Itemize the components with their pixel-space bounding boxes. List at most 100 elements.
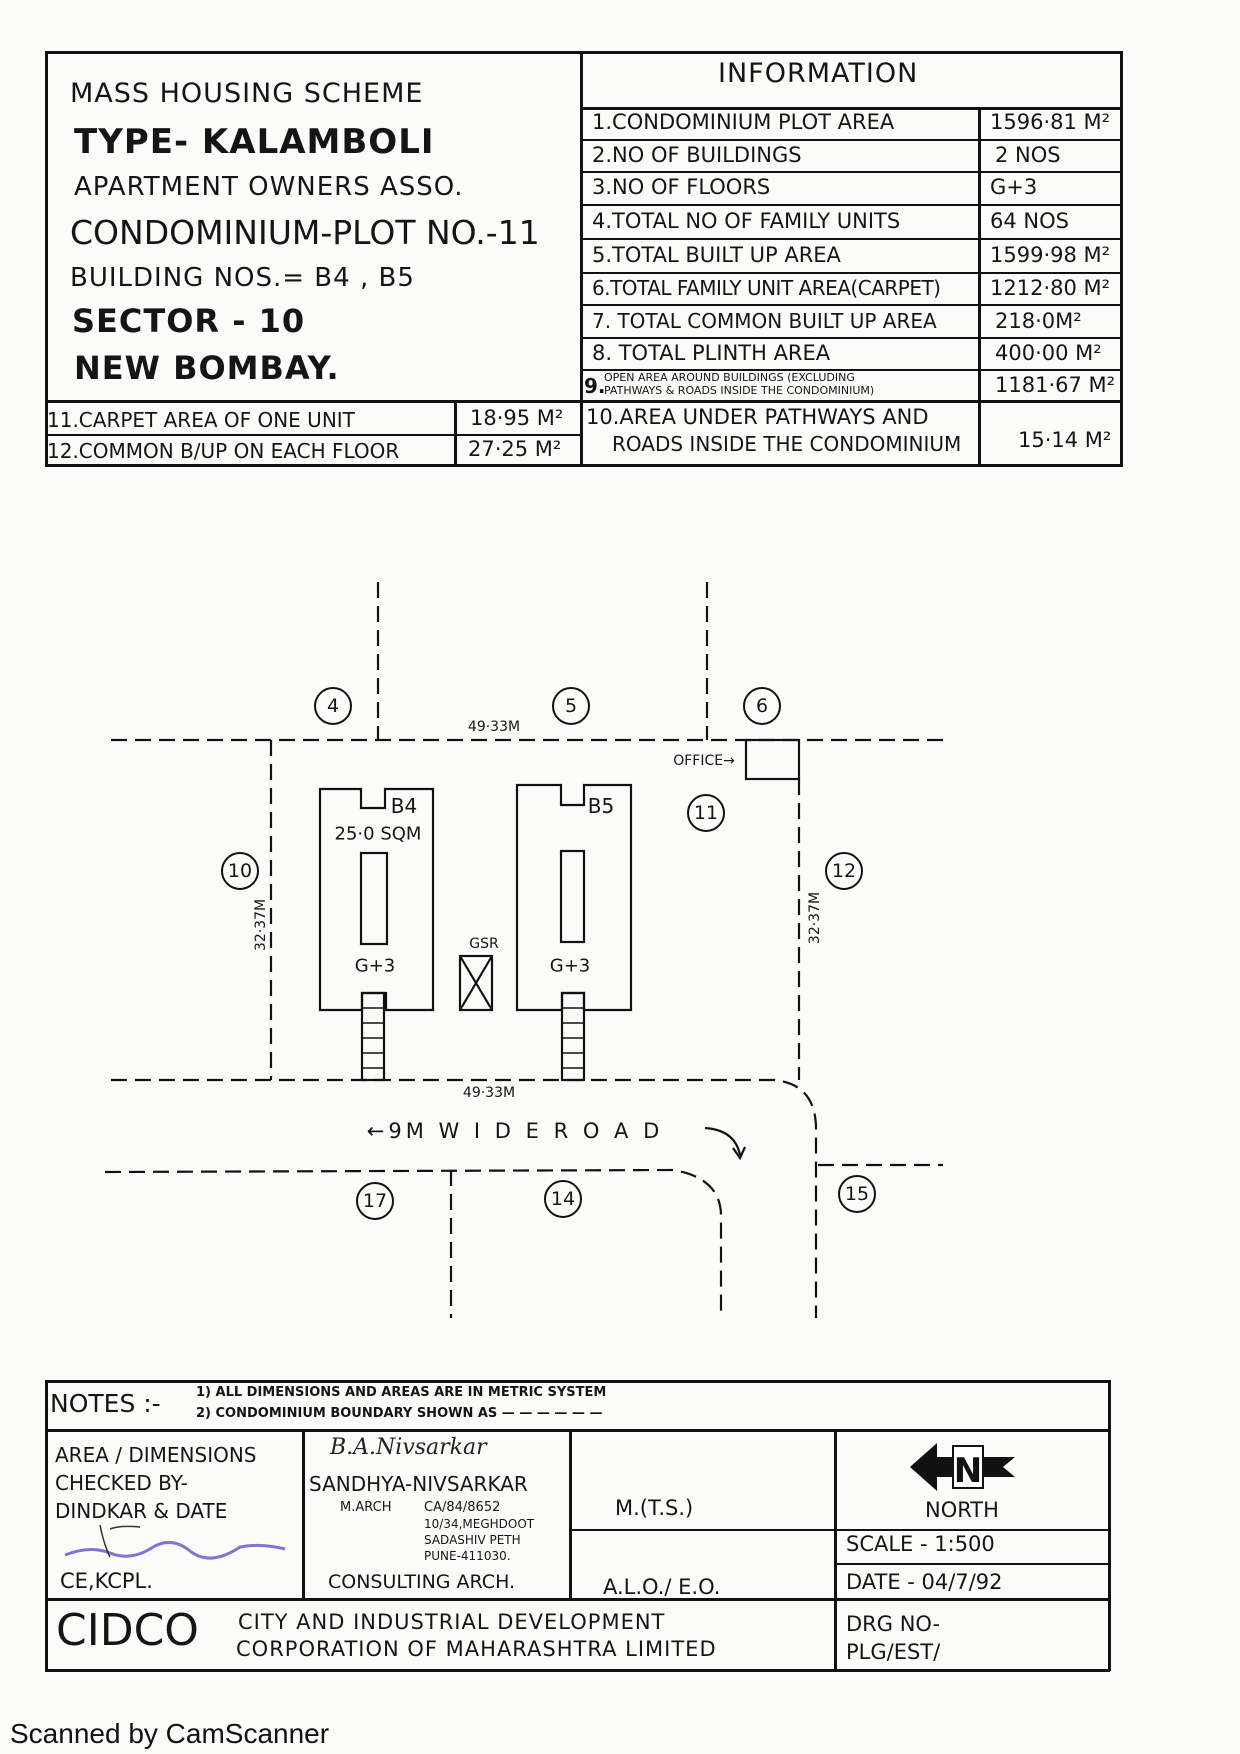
- architect-name: SANDHYA-NIVSARKAR: [309, 1472, 528, 1496]
- border-line: [45, 1598, 1110, 1601]
- border-line: [1108, 1380, 1111, 1671]
- info-value: 400·00 M²: [995, 341, 1102, 365]
- plot-number-marker: 4: [314, 687, 352, 725]
- info-label: 2.NO OF BUILDINGS: [592, 143, 802, 167]
- info-label: ROADS INSIDE THE CONDOMINIUM: [612, 432, 962, 456]
- info-value: 218·0M²: [995, 309, 1082, 333]
- building-b4-label: B4: [390, 794, 418, 818]
- info-label: OPEN AREA AROUND BUILDINGS (EXCLUDING: [604, 371, 855, 384]
- border-line: [978, 107, 981, 464]
- info-label: 11.CARPET AREA OF ONE UNIT: [47, 408, 355, 432]
- info-label: 10.AREA UNDER PATHWAYS AND: [586, 405, 929, 429]
- border-line: [1120, 51, 1123, 464]
- architect-degree: M.ARCH: [340, 1500, 392, 1515]
- b4-core: [359, 851, 389, 946]
- border-line: [569, 1529, 1110, 1531]
- info-label: 8. TOTAL PLINTH AREA: [592, 341, 831, 365]
- info-label: PATHWAYS & ROADS INSIDE THE CONDOMINIUM): [604, 384, 875, 397]
- road-label: ←9M W I D E R O A D: [366, 1119, 664, 1143]
- border-line: [45, 51, 1123, 54]
- info-value: 1212·80 M²: [990, 276, 1111, 300]
- info-value: 1181·67 M²: [995, 373, 1116, 397]
- architect-address: 10/34,MEGHDOOT: [424, 1517, 535, 1531]
- b5-core: [559, 849, 586, 944]
- border-line: [45, 1380, 1110, 1383]
- info-value: 1599·98 M²: [990, 243, 1111, 267]
- info-label: 12.COMMON B/UP ON EACH FLOOR: [47, 439, 400, 463]
- corporation-name: CORPORATION OF MAHARASHTRA LIMITED: [236, 1637, 717, 1661]
- b4-staircase: [360, 991, 386, 1082]
- row-line: [580, 337, 1121, 339]
- border-line: [45, 51, 48, 464]
- sector-title: SECTOR - 10: [72, 302, 306, 340]
- drawing-number-value: PLG/EST/: [846, 1640, 941, 1664]
- info-value: G+3: [990, 175, 1038, 199]
- row-line: [580, 369, 1121, 371]
- building-b5-label: B5: [587, 794, 615, 818]
- info-value: 64 NOS: [990, 209, 1069, 233]
- mts-label: M.(T.S.): [615, 1496, 694, 1520]
- border-line: [454, 400, 457, 464]
- border-line: [45, 1380, 48, 1671]
- building-b4-floors: G+3: [354, 955, 396, 977]
- info-value: 27·25 M²: [468, 437, 562, 461]
- info-label: 5.TOTAL BUILT UP AREA: [592, 243, 841, 267]
- row-line: [580, 139, 1121, 141]
- office-building: [744, 738, 801, 781]
- scanner-watermark: Scanned by CamScanner: [10, 1718, 330, 1749]
- border-line: [834, 1429, 837, 1671]
- plot-number-marker: 11: [687, 794, 725, 832]
- plot-number-marker: 14: [544, 1180, 582, 1218]
- info-label: 3.NO OF FLOORS: [592, 175, 771, 199]
- north-label: NORTH: [925, 1498, 999, 1522]
- gsr-tank: [458, 954, 494, 1012]
- plot-number-marker: 12: [825, 852, 863, 890]
- checked-label: CHECKED BY-: [55, 1471, 188, 1495]
- info-value: 1596·81 M²: [990, 110, 1111, 134]
- border-line: [569, 1429, 572, 1598]
- row-line: [580, 171, 1121, 173]
- architect-signature: B.A.Nivsarkar: [330, 1435, 487, 1460]
- building-numbers: BUILDING NOS.= B4 , B5: [70, 263, 415, 293]
- scheme-title: MASS HOUSING SCHEME: [70, 78, 424, 109]
- info-label: 4.TOTAL NO OF FAMILY UNITS: [592, 209, 901, 233]
- road-edge-south: [104, 1168, 723, 1318]
- scale-label: SCALE - 1:500: [846, 1532, 995, 1556]
- architect-address: SADASHIV PETH: [424, 1533, 521, 1547]
- checked-label: DINDKAR & DATE: [55, 1499, 228, 1523]
- notes-title: NOTES :-: [50, 1389, 161, 1418]
- note-2: 2) CONDOMINIUM BOUNDARY SHOWN AS — — — —…: [196, 1406, 603, 1421]
- information-title: INFORMATION: [718, 58, 919, 89]
- border-line: [580, 51, 583, 464]
- row-line: [580, 107, 1121, 110]
- plot-number-marker: 15: [838, 1175, 876, 1213]
- info-label: 7. TOTAL COMMON BUILT UP AREA: [592, 309, 937, 333]
- type-title: TYPE- KALAMBOLI: [74, 122, 435, 162]
- note-1: 1) ALL DIMENSIONS AND AREAS ARE IN METRI…: [196, 1385, 607, 1400]
- dimension-left: 32·37M: [253, 898, 269, 952]
- building-b4-area: 25·0 SQM: [334, 823, 422, 845]
- dimension-top: 49·33M: [467, 719, 521, 735]
- corporation-name: CITY AND INDUSTRIAL DEVELOPMENT: [238, 1610, 666, 1634]
- info-value: 18·95 M²: [470, 406, 564, 430]
- gsr-label: GSR: [469, 936, 499, 952]
- architect-role: CONSULTING ARCH.: [328, 1571, 516, 1593]
- building-b5-floors: G+3: [549, 955, 591, 977]
- b5-staircase: [560, 991, 586, 1082]
- plot-number-marker: 10: [221, 852, 259, 890]
- info-label: 1.CONDOMINIUM PLOT AREA: [592, 110, 895, 134]
- road-turn-arrow: [704, 1126, 747, 1161]
- row-line: [580, 304, 1121, 306]
- info-label: 6.TOTAL FAMILY UNIT AREA(CARPET): [592, 276, 941, 300]
- city-title: NEW BOMBAY.: [74, 349, 340, 387]
- info-number: 9.: [584, 374, 606, 398]
- dimension-right: 32·37M: [807, 891, 823, 945]
- info-value: 15·14 M²: [1018, 428, 1112, 452]
- plot-number-marker: 5: [552, 687, 590, 725]
- row-line: [580, 238, 1121, 240]
- office-label: OFFICE→: [673, 753, 735, 769]
- road-edge-north: [111, 1078, 818, 1318]
- border-line: [45, 400, 1123, 403]
